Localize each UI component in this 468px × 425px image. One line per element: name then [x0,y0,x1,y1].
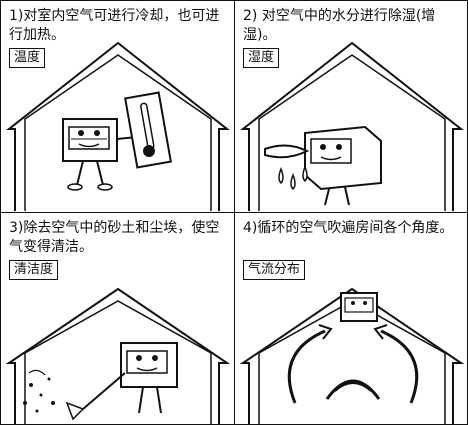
cleanliness-illustration [5,287,231,425]
panel-description: 4)循环的空气吹遍房间各个角度。 [243,220,454,236]
panel-airflow: 4)循环的空气吹遍房间各个角度。 气流分布 [235,213,468,425]
panel-humidity: 2) 对空气中的水分进行除湿(增湿)。 湿度 [235,1,468,213]
airflow-illustration [239,287,465,425]
panel-label: 温度 [9,48,46,68]
house-inner-outline [24,300,212,425]
airflow-arrows-icon [287,324,419,404]
panel-cleanliness: 3)除去空气中的砂土和尘埃，使空气变得清洁。 清洁度 [1,213,235,425]
panel-description: 2) 对空气中的水分进行除湿(增湿)。 [243,8,436,43]
panel-description: 3)除去空气中的砂土和尘埃，使空气变得清洁。 [9,220,220,255]
aircon-unit-character [120,342,178,414]
aircon-unit-character [340,292,378,322]
aircon-unit-character [62,118,138,191]
house-inner-outline [258,54,446,211]
panel-description: 1)对室内空气可进行冷却，也可进行加热。 [9,8,220,43]
panel-label: 清洁度 [9,260,59,280]
panel-label: 湿度 [243,48,280,68]
towel-icon [264,144,310,159]
panel-temperature: 1)对室内空气可进行冷却，也可进行加热。 温度 [1,1,235,213]
aircon-unit-character [304,125,382,206]
house-outline [6,41,230,211]
house-outline [240,41,464,211]
dust-particles-icon [23,369,55,413]
house-outline [239,287,465,425]
thermometer-icon [124,91,172,169]
panel-label: 气流分布 [243,260,306,280]
temperature-illustration [6,41,230,211]
humidity-illustration [240,41,464,211]
house-outline [5,287,231,425]
broom-icon [65,372,126,421]
water-drops-icon [278,164,308,191]
house-inner-outline [24,54,212,211]
